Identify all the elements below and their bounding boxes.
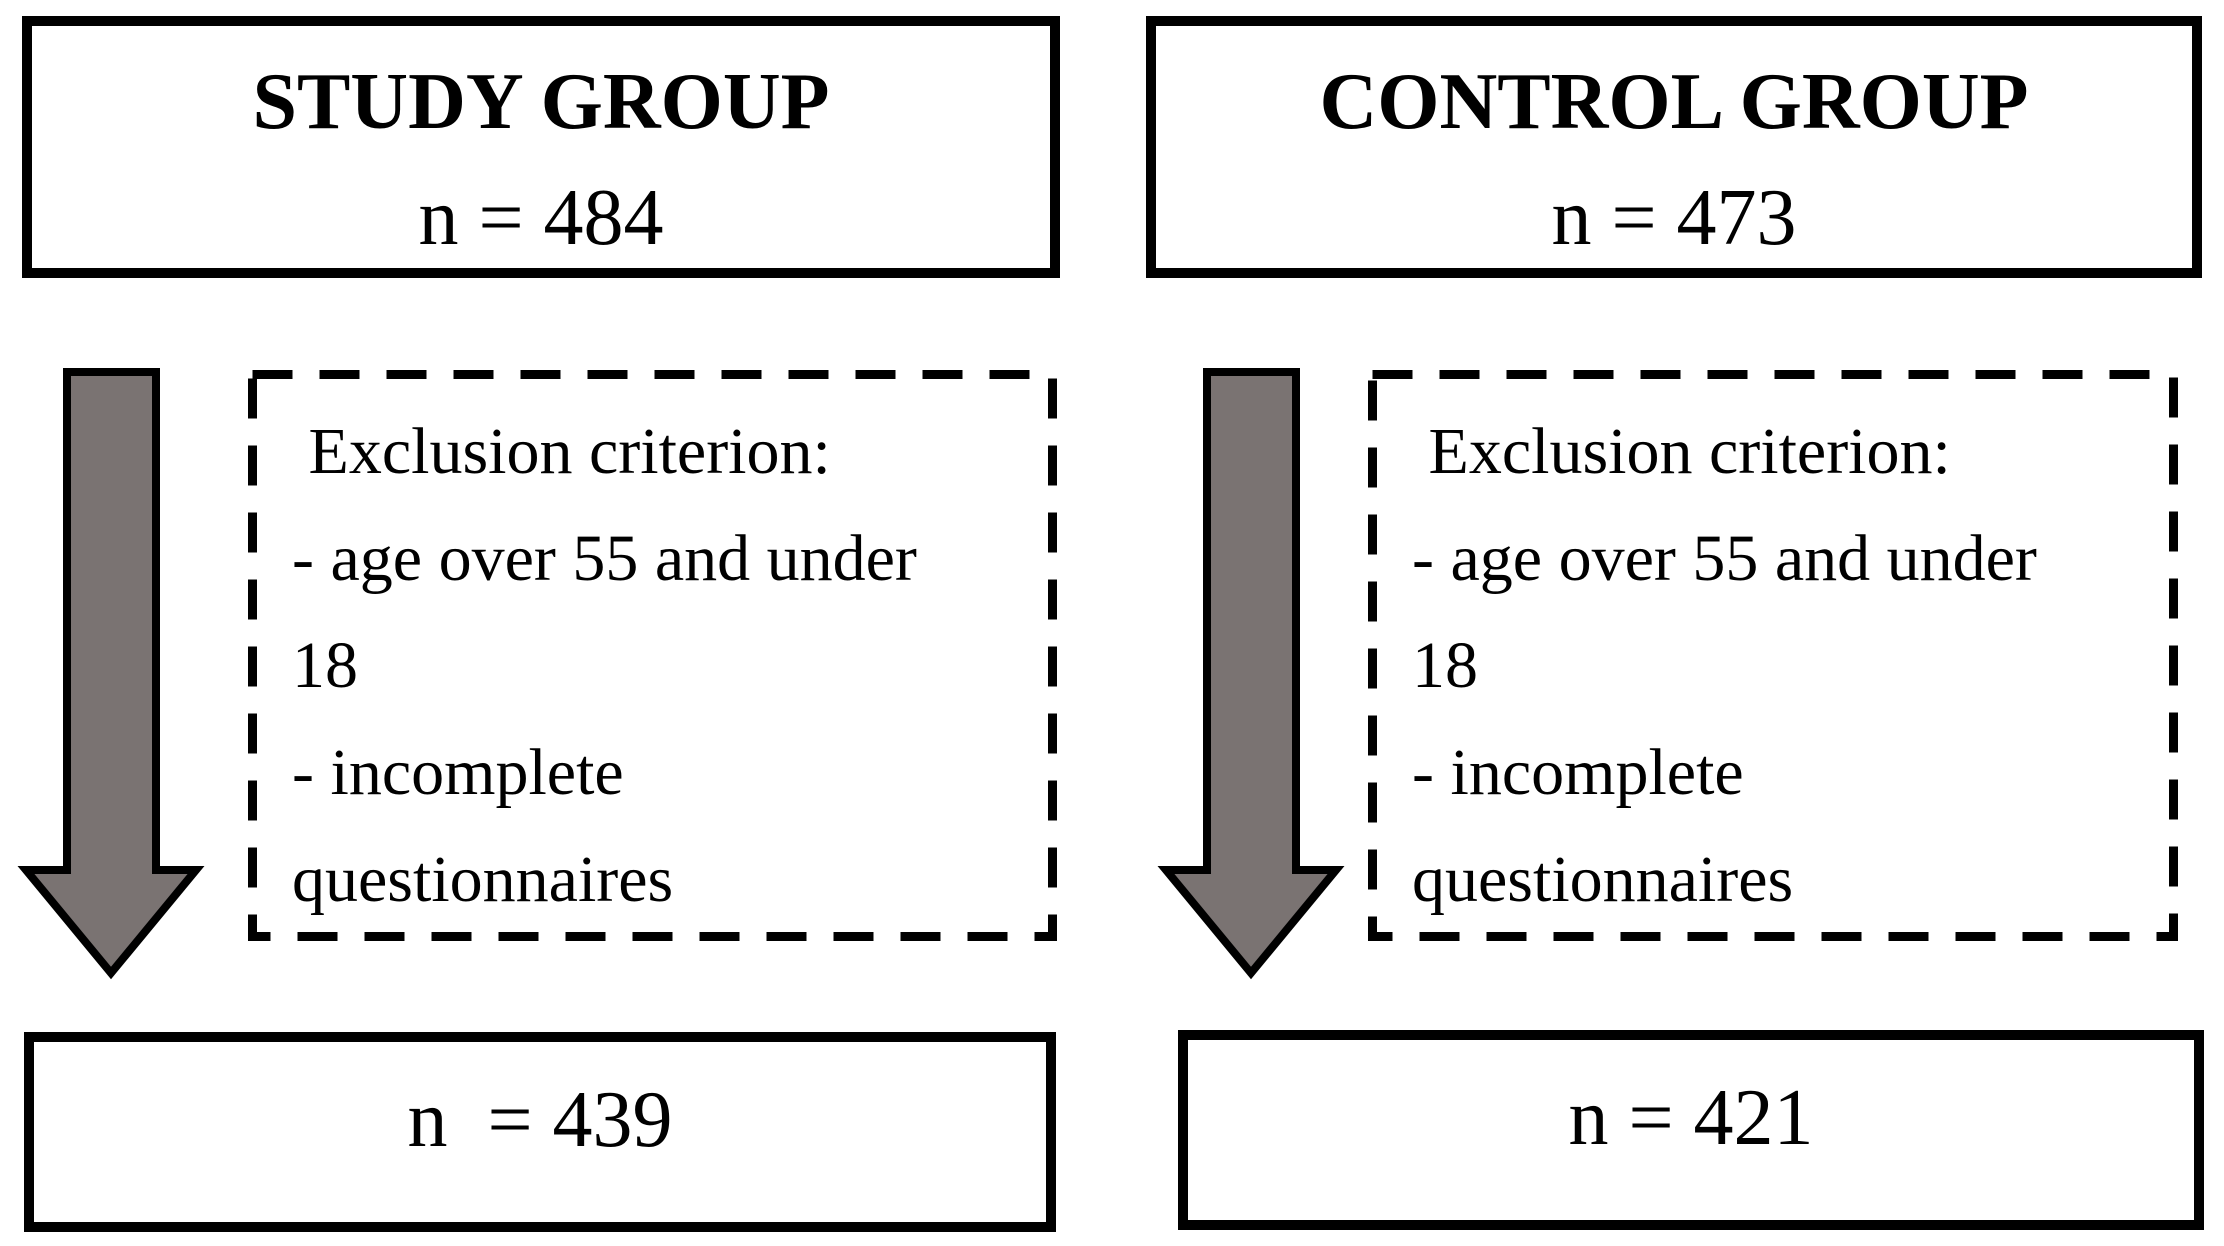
dashed-border <box>1368 370 2178 941</box>
study-exclusion-dashed-box <box>248 370 1057 941</box>
control-group-final-box: n = 421 <box>1178 1030 2204 1230</box>
study-down-arrow-icon <box>17 368 205 980</box>
control-exclusion-criteria-text: Exclusion criterion: - age over 55 and u… <box>1412 415 2037 916</box>
dashed-border <box>248 370 1057 941</box>
study-group-initial-n: n = 484 <box>418 174 664 262</box>
control-group-title: CONTROL GROUP <box>1319 58 2029 146</box>
study-group-final-box: n = 439 <box>24 1032 1056 1232</box>
control-group-initial-n: n = 473 <box>1551 174 1797 262</box>
study-exclusion-criteria-text: Exclusion criterion: - age over 55 and u… <box>292 415 917 916</box>
study-group-enrollment-box: STUDY GROUP n = 484 <box>22 16 1060 278</box>
control-group-enrollment-box: CONTROL GROUP n = 473 <box>1146 16 2202 278</box>
study-group-final-n: n = 439 <box>407 1076 673 1164</box>
down-arrow-shape <box>17 368 205 980</box>
control-group-final-n: n = 421 <box>1568 1074 1814 1162</box>
control-exclusion-dashed-box <box>1368 370 2178 941</box>
study-group-title: STUDY GROUP <box>252 58 830 146</box>
control-down-arrow-icon <box>1157 368 1345 980</box>
down-arrow-shape <box>1157 368 1345 980</box>
